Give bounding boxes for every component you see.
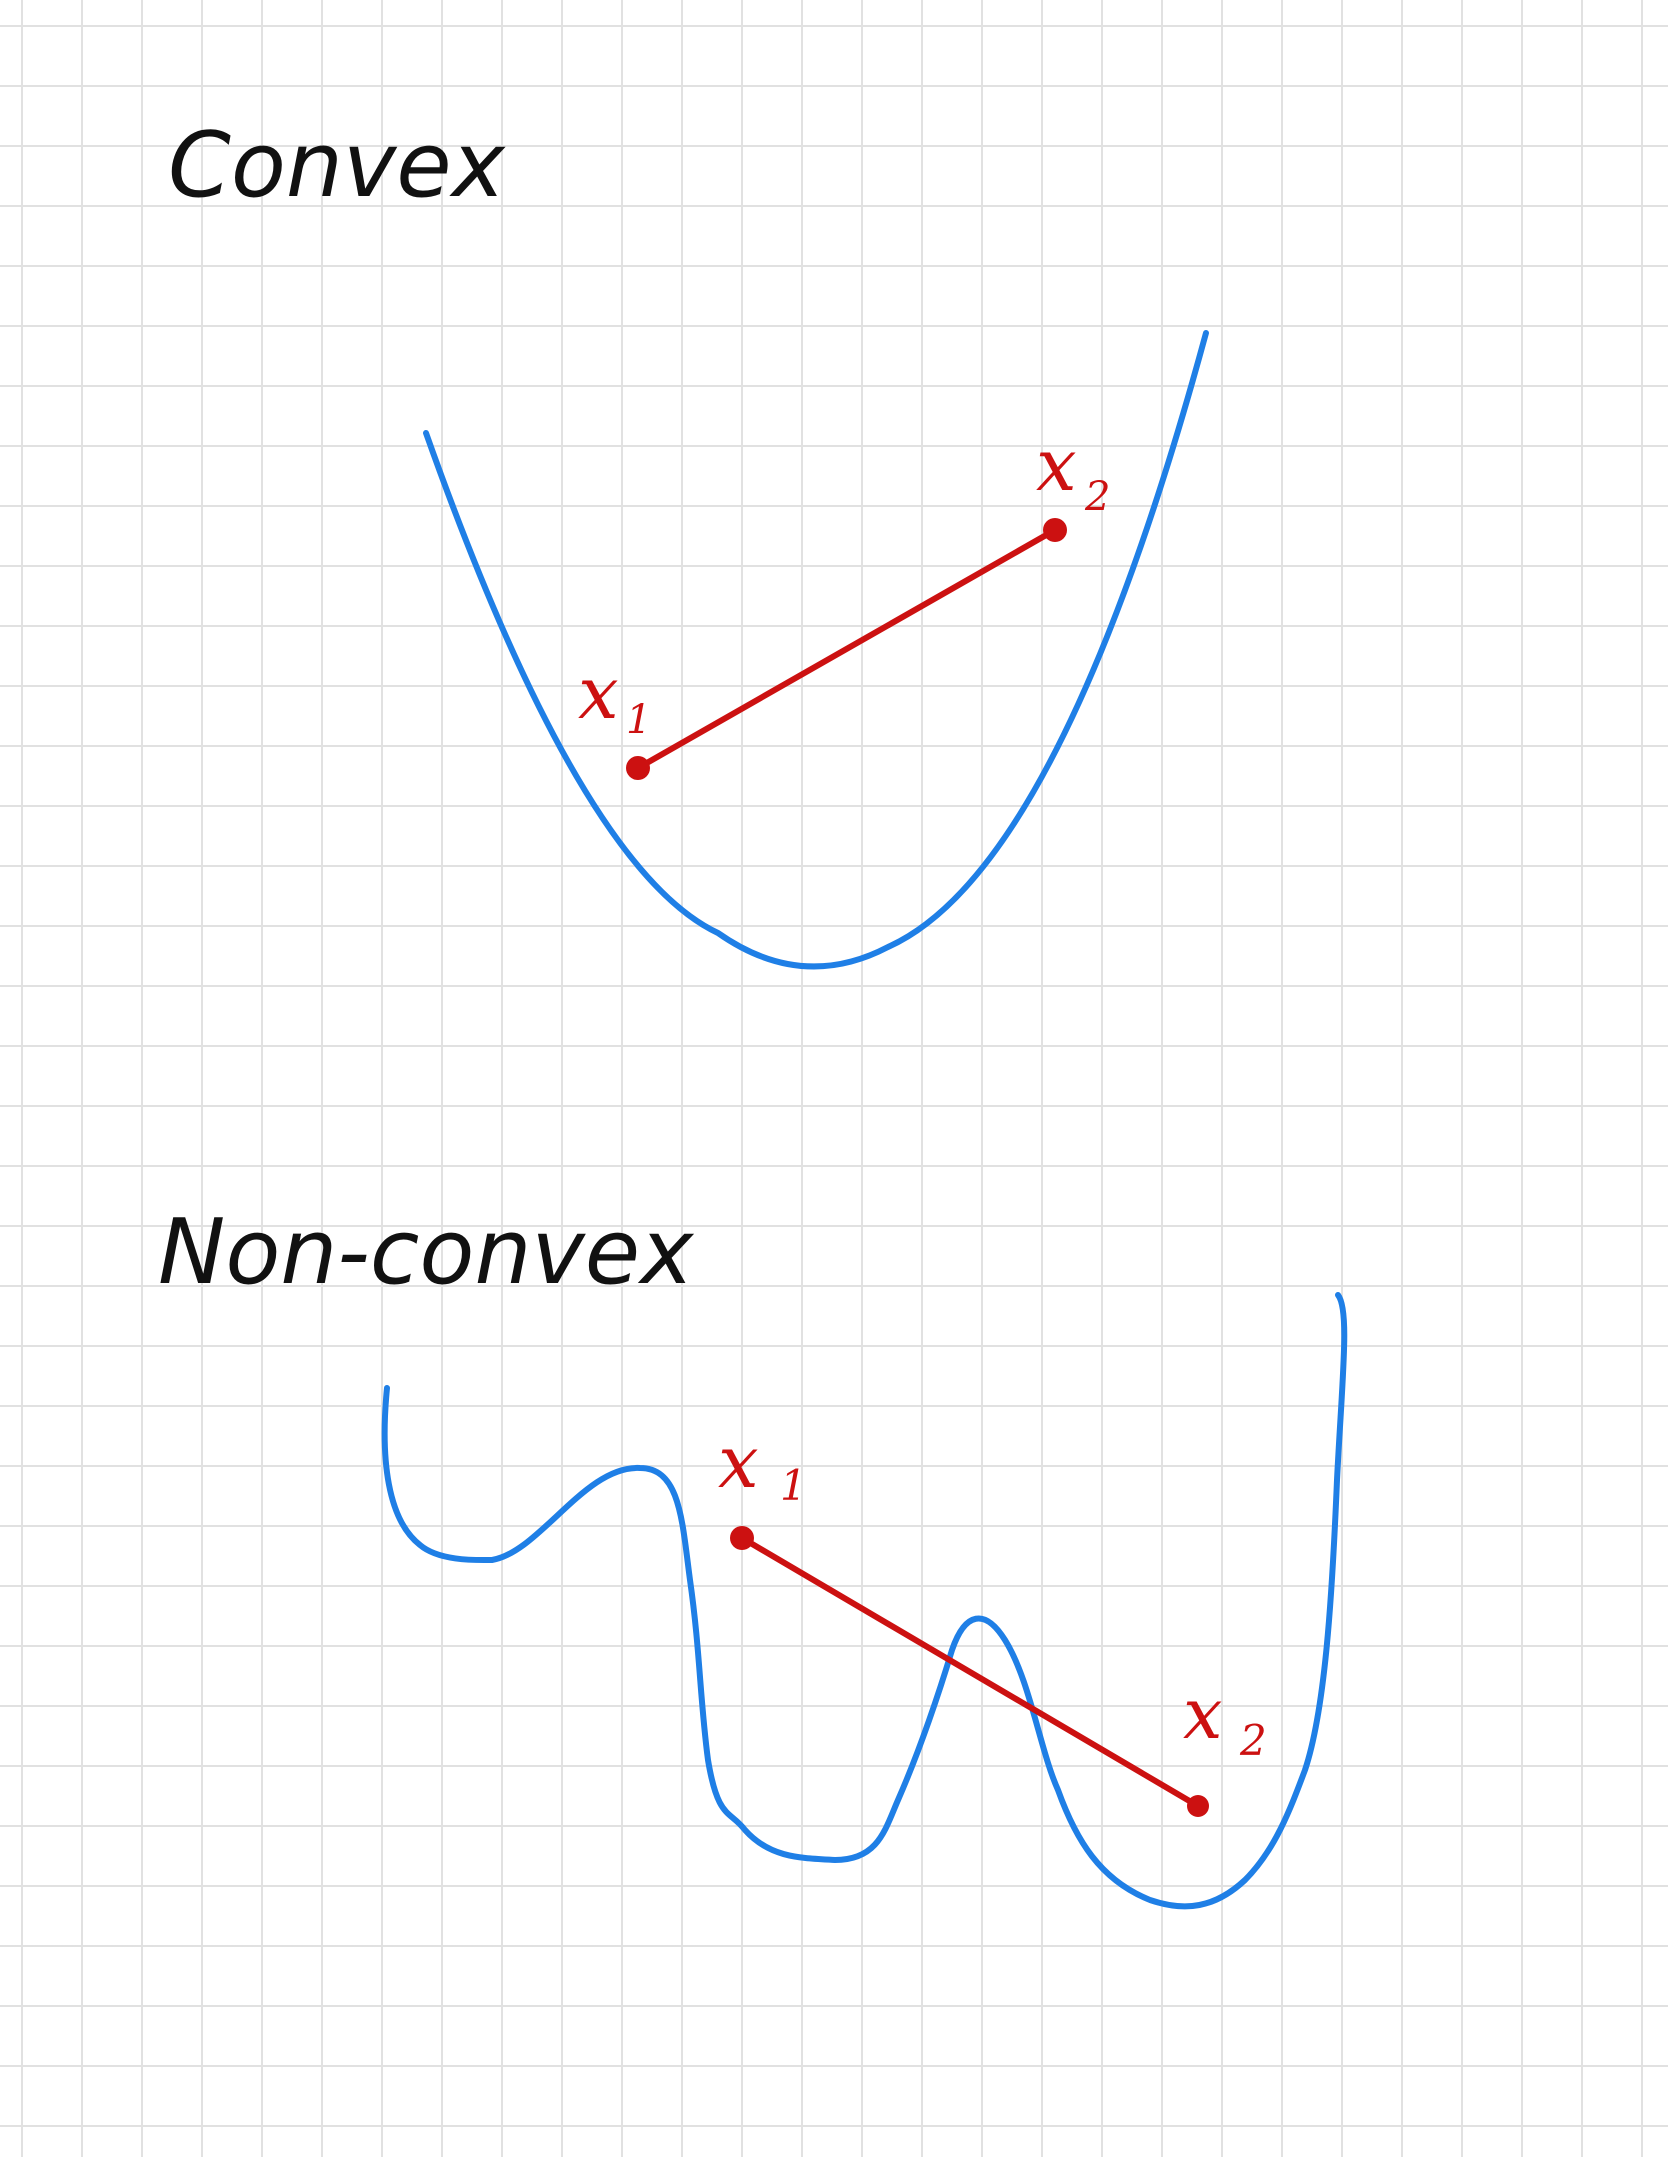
convex-point-2-subscript: 2: [1084, 474, 1110, 520]
nonconvex-heading: Non-convex: [158, 1200, 695, 1305]
convex-point-2-label: x 2: [1036, 423, 1110, 520]
convex-heading: Convex: [168, 113, 507, 218]
nonconvex-point-2-label: x 2: [1183, 1673, 1267, 1765]
nonconvex-chord: [739, 1535, 1201, 1809]
nonconvex-curve: [381, 1292, 1348, 1910]
convex-point-1-label: x 1: [578, 651, 651, 743]
nonconvex-point-1-subscript: 1: [780, 1461, 807, 1510]
convex-chord: [635, 527, 1058, 771]
convex-point-2-dot: [1043, 518, 1067, 542]
nonconvex-point-1-label: x 1: [718, 1420, 807, 1510]
nonconvex-point-2-subscript: 2: [1239, 1716, 1267, 1765]
nonconvex-point-2-dot: [1187, 1795, 1209, 1817]
nonconvex-point-1-dot: [730, 1526, 754, 1550]
convex-point-1-subscript: 1: [626, 697, 651, 743]
convex-section: Convex x 1 x 2: [168, 113, 1209, 970]
convex-point-1-symbol: x: [578, 651, 619, 735]
convex-curve: [423, 330, 1209, 970]
nonconvex-point-1-symbol: x: [718, 1420, 759, 1504]
convex-point-1-dot: [626, 756, 650, 780]
convex-point-2-symbol: x: [1036, 423, 1077, 507]
nonconvex-section: Non-convex x 1 x 2: [158, 1200, 1348, 1910]
nonconvex-point-2-symbol: x: [1183, 1673, 1222, 1755]
